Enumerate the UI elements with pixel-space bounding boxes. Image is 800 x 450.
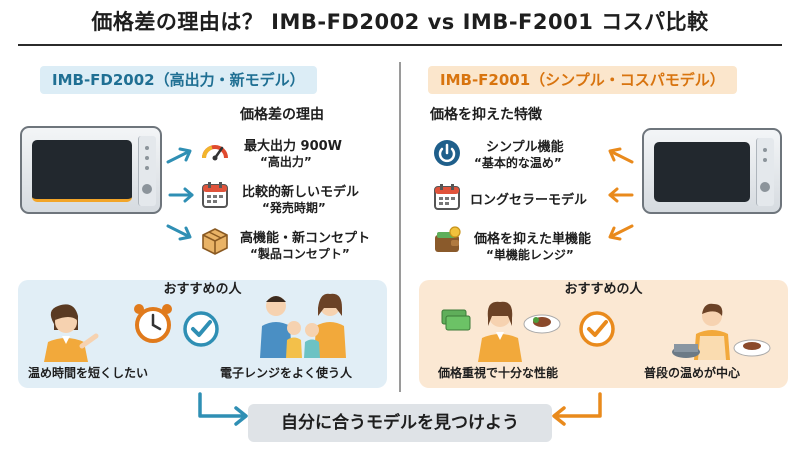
- right-recommend-1: 価格重視で十分な性能: [438, 366, 559, 380]
- check-circle-icon: [183, 311, 219, 347]
- feature-simple-sub: “基本的な温め”: [474, 156, 562, 170]
- woman-pointing-icon: [44, 304, 99, 362]
- arrow-right-icon: [168, 187, 194, 203]
- woman-eating-icon: [672, 303, 771, 360]
- reason-output-sub: “高出力”: [260, 155, 312, 169]
- reason-new-model: 比較的新しいモデル: [242, 185, 360, 200]
- box-icon: [202, 228, 228, 255]
- right-connector-arrow-icon: [552, 392, 602, 426]
- power-icon: [434, 140, 460, 166]
- left-recommend-heading: おすすめの人: [163, 282, 242, 297]
- right-model-label: IMB-F2001（シンプル・コスパモデル）: [428, 66, 737, 94]
- family-icon: [260, 293, 346, 358]
- calendar-icon: [434, 184, 460, 210]
- footer-message: 自分に合うモデルを見つけよう: [248, 404, 552, 442]
- left-recommend-1: 温め時間を短くしたい: [28, 366, 149, 380]
- left-model-label: IMB-FD2002（高出力・新モデル）: [40, 66, 317, 94]
- arrow-left-icon: [608, 187, 634, 203]
- reason-new-model-sub: “発売時期”: [262, 201, 326, 215]
- alarm-clock-icon: [134, 304, 172, 343]
- right-section-heading: 価格を抑えた特徴: [430, 107, 542, 123]
- calendar-icon: [202, 182, 228, 208]
- page-title: 価格差の理由は？ IMB-FD2002 vs IMB-F2001 コスパ比較: [91, 10, 709, 34]
- arrow-right-icon: [166, 224, 192, 241]
- feature-long-seller: ロングセラーモデル: [470, 193, 588, 208]
- arrow-right-icon: [166, 147, 192, 164]
- reason-output: 最大出力 900W: [244, 139, 343, 154]
- right-recommend-heading: おすすめの人: [564, 282, 643, 297]
- left-connector-arrow-icon: [198, 392, 248, 426]
- right-recommend-2: 普段の温めが中心: [644, 366, 741, 380]
- arrow-left-icon: [608, 147, 634, 164]
- left-section-heading: 価格差の理由: [240, 107, 324, 123]
- gauge-icon: [202, 145, 228, 161]
- title-underline: [18, 44, 782, 46]
- reason-concept: 高機能・新コンセプト: [240, 231, 371, 246]
- woman-with-money-icon: [441, 301, 561, 362]
- wallet-icon: [435, 226, 461, 252]
- feature-low-price-sub: “単機能レンジ”: [486, 248, 574, 262]
- check-circle-icon: [579, 311, 615, 347]
- microwave-left-icon: [20, 126, 162, 214]
- arrow-left-icon: [608, 224, 634, 241]
- microwave-right-icon: [642, 128, 782, 214]
- center-divider: [399, 62, 401, 392]
- feature-simple: シンプル機能: [486, 140, 564, 155]
- left-recommend-2: 電子レンジをよく使う人: [220, 366, 353, 380]
- feature-low-price: 価格を抑えた単機能: [474, 232, 592, 247]
- reason-concept-sub: “製品コンセプト”: [250, 247, 350, 261]
